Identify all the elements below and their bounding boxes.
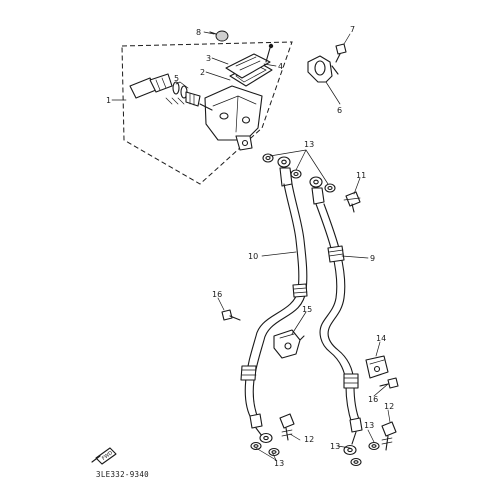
callout-1: 1 — [106, 96, 111, 105]
callout-16-left: 16 — [212, 290, 222, 299]
union-bolt-12-left — [279, 413, 295, 441]
callout-13-bottom-left: 13 — [274, 459, 284, 468]
front-direction-marker: FWD — [91, 447, 117, 465]
callout-13-bottom-mid: 13 — [330, 442, 340, 451]
copper-washers-bottom-right — [350, 441, 380, 467]
hose-holder-14 — [365, 355, 389, 379]
callout-2: 2 — [200, 68, 205, 77]
front-marker-text: FWD — [101, 450, 114, 462]
holder-bolt-16-right — [379, 377, 399, 389]
master-cylinder-piston-kit — [129, 73, 213, 111]
callout-4: 4 — [278, 62, 283, 71]
callout-10: 10 — [248, 252, 258, 261]
union-bolt-11 — [343, 191, 361, 213]
callout-3: 3 — [206, 54, 211, 63]
brake-hose-10 — [240, 156, 308, 444]
union-bolt-12-right — [381, 421, 397, 451]
brake-hose-9 — [309, 176, 363, 456]
callout-labels: 1 2 3 4 5 9 6 7 8 10 11 12 12 13 13 13 1… — [106, 25, 394, 468]
callout-5-piston: 5 — [174, 74, 179, 83]
callout-15: 15 — [302, 305, 312, 314]
copper-washers-bottom-left — [250, 441, 280, 457]
callout-16-right: 16 — [368, 395, 378, 404]
callout-9-hose: 9 — [370, 254, 375, 263]
master-cylinder-body — [204, 85, 263, 151]
holder-bolt — [335, 43, 347, 63]
callout-12-right: 12 — [384, 402, 394, 411]
holder-bolt-16-left — [221, 309, 241, 321]
callout-14: 14 — [376, 334, 386, 343]
callout-7: 7 — [350, 25, 355, 34]
handlebar-holder — [307, 55, 339, 83]
callout-6: 6 — [337, 106, 342, 115]
callout-13-top: 13 — [304, 140, 314, 149]
leader-lines — [111, 31, 391, 461]
callout-8: 8 — [196, 28, 201, 37]
reservoir-cap — [225, 53, 271, 79]
callout-13-bottom-right: 13 — [364, 421, 374, 430]
callout-12-left: 12 — [304, 435, 314, 444]
cap-8 — [209, 30, 229, 42]
copper-washers-top — [262, 153, 336, 193]
catalog-code: 3LE332-9340 — [96, 470, 149, 479]
callout-11: 11 — [356, 171, 366, 180]
hose-holder-15 — [273, 329, 305, 359]
reservoir-screw — [265, 43, 274, 63]
master-cylinder-assembly-boundary — [121, 41, 293, 185]
